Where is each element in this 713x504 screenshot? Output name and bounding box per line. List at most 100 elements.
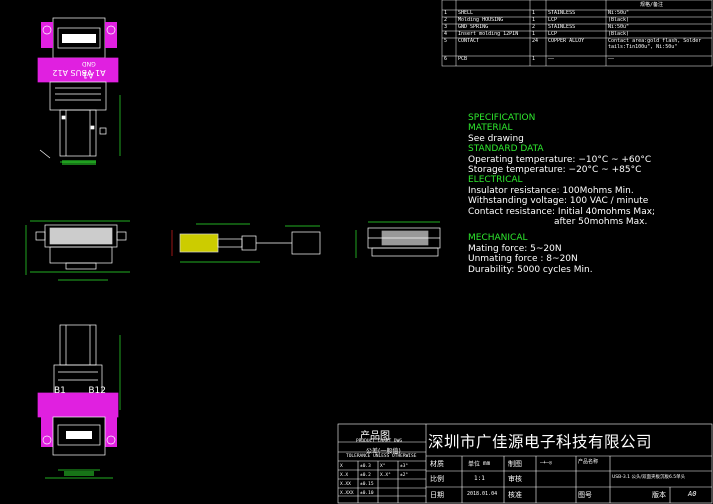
bom-qty: 2: [532, 24, 536, 30]
bom-row: 6 PCB 1 —— ——: [444, 56, 712, 63]
spec-durability: Durability: 5000 cycles Min.: [468, 264, 593, 275]
spec-contact-1: Contact resistance: Initial 40mohms Max;: [468, 206, 656, 217]
tol-cell: X.X°: [380, 473, 391, 478]
tol-cell: ±3°: [400, 464, 409, 469]
product-drawing-subtitle: PRODUCT CHART DWG: [356, 439, 403, 444]
tolerance-title: 公差(一般值): [366, 448, 401, 455]
bom-no: 3: [444, 24, 448, 30]
bom-row: 4 Insert molding 12PIN 1 LCP (Black): [444, 31, 712, 38]
bom-name: Insert molding 12PIN: [458, 31, 519, 37]
bom-remark: Contact area:gold flash, Solder tails:Ti…: [608, 38, 702, 50]
bom-remark: Ni:50u": [608, 24, 630, 30]
product-drawing-title: 产品图: [360, 431, 390, 442]
bom-material: LCP: [548, 31, 558, 37]
bom-rows: 1 SHELL 1 STAINLESS Ni:50u" 2 Molding HO…: [444, 10, 712, 63]
material-label: 材质: [430, 460, 444, 468]
pin-label-b1: B1: [54, 386, 66, 396]
bom-name: CONTACT: [458, 38, 480, 44]
bom-no: 1: [444, 10, 448, 16]
tol-cell: X.X: [340, 473, 349, 478]
spec-operating-temp: Operating temperature: −10°C ~ +60°C: [468, 154, 652, 165]
bom-material: LCP: [548, 17, 558, 23]
right-front-view: [355, 221, 441, 258]
unit-value: mm: [483, 460, 491, 467]
bom-name: Molding HOUSING: [458, 17, 504, 23]
top-view: [37, 17, 121, 165]
spec-mechanical-heading: MECHANICAL: [468, 233, 528, 244]
pin-label-gnd: GND: [82, 60, 96, 67]
bom-name: SHELL: [458, 10, 474, 16]
side-view: [171, 223, 321, 263]
bom-qty: 1: [532, 56, 536, 62]
bom-remark: Ni:50u": [608, 10, 630, 16]
bom-no: 2: [444, 17, 448, 23]
bom-qty: 1: [532, 17, 536, 23]
bottom-pin-label-row: B1 B12: [54, 386, 106, 396]
spec-standard-heading: STANDARD DATA: [468, 144, 544, 155]
version-value: A0: [688, 490, 697, 498]
check-label: 审核: [508, 475, 522, 483]
spec-insulator: Insulator resistance: 100Mohms Min.: [468, 185, 634, 196]
tolerance-subtitle: TOLERANCE UNLESS OTHERWISE: [346, 454, 417, 459]
view-symbol: —+—◎: [540, 460, 553, 466]
bom-header-remark: 规格/备注: [640, 2, 664, 8]
spec-storage-temp: Storage temperature: −20°C ~ +85°C: [468, 165, 642, 176]
tolerance-row: X ±0.3 X° ±3°: [340, 462, 426, 471]
bom-qty: 24: [532, 38, 539, 44]
bom-no: 4: [444, 31, 448, 37]
unit-label: 单位: [468, 461, 481, 468]
tolerance-row: X.XXX ±0.10: [340, 489, 426, 498]
tolerance-table: X ±0.3 X° ±3° X.X ±0.2 X.X° ±2° X.XX ±0.…: [340, 462, 426, 498]
product-name-value: USB-3.1 公头/双面夹板沉板6.5单头: [612, 475, 686, 480]
spec-electrical-heading: ELECTRICAL: [468, 175, 523, 186]
spec-mating: Mating force: 5~20N: [468, 243, 562, 254]
spec-contact-2: after 50mohms Max.: [554, 217, 648, 228]
spec-unmating: Unmating force : 8~20N: [468, 254, 578, 265]
bom-qty: 1: [532, 10, 536, 16]
top-pin-labels: A1: [82, 69, 94, 79]
tol-cell: X°: [380, 464, 386, 469]
pin-label-a12: A12: [52, 68, 69, 77]
drafter-label: 制图: [508, 460, 522, 468]
date-label: 日期: [430, 491, 444, 499]
tolerance-row: X.X ±0.2 X.X° ±2°: [340, 471, 426, 480]
bom-header-right: 规格/备注: [640, 2, 663, 8]
product-name-label: 产品名称: [578, 459, 599, 465]
front-view: [25, 220, 130, 281]
top-gnd-label: GND: [82, 60, 96, 67]
bom-name: PCB: [458, 56, 468, 62]
drawing-no-label: 图号: [578, 491, 592, 499]
pin-label-a1: A1: [95, 68, 106, 77]
top-pin-label-row: A1 VBUS A12: [52, 68, 106, 77]
tol-cell: ±2°: [400, 473, 409, 478]
title-block: 产品图 PRODUCT CHART DWG 公差(一般值) TOLERANCE …: [338, 424, 712, 503]
tol-cell: X.XX: [340, 482, 351, 487]
tol-cell: ±0.2: [360, 473, 371, 478]
version-label: 版本: [652, 491, 666, 499]
tol-cell: ±0.15: [360, 482, 374, 487]
bom-name: GND SPRING: [458, 24, 489, 30]
specification-block: SPECIFICATION MATERIAL See drawing STAND…: [468, 113, 708, 275]
bom-table: [441, 0, 713, 67]
bom-remark: ——: [608, 56, 615, 62]
bom-remark: (Black): [608, 17, 630, 23]
tol-cell: ±0.3: [360, 464, 371, 469]
bom-row: 5 CONTACT 24 COPPER ALLOY Contact area:g…: [444, 38, 712, 56]
bottom-view: [37, 324, 121, 479]
spec-withstand: Withstanding voltage: 100 VAC / minute: [468, 196, 649, 207]
bom-qty: 1: [532, 31, 536, 37]
company-name: 深圳市广佳源电子科技有限公司: [428, 433, 653, 451]
tol-cell: ±0.10: [360, 491, 374, 496]
bom-material: STAINLESS: [548, 24, 576, 30]
scale-value: 1:1: [474, 475, 485, 482]
bom-row: 3 GND SPRING 2 STAINLESS Ni:50u": [444, 24, 712, 31]
bom-material: COPPER ALLOY: [548, 38, 585, 44]
tolerance-row: X.XX ±0.15: [340, 480, 426, 489]
scale-label: 比例: [430, 475, 444, 483]
tol-cell: X.XXX: [340, 491, 354, 496]
spec-material-heading: MATERIAL: [468, 123, 513, 134]
bom-row: 2 Molding HOUSING 1 LCP (Black): [444, 17, 712, 24]
bom-row: 1 SHELL 1 STAINLESS Ni:50u": [444, 10, 712, 17]
pin-label-b12: B12: [88, 386, 106, 396]
